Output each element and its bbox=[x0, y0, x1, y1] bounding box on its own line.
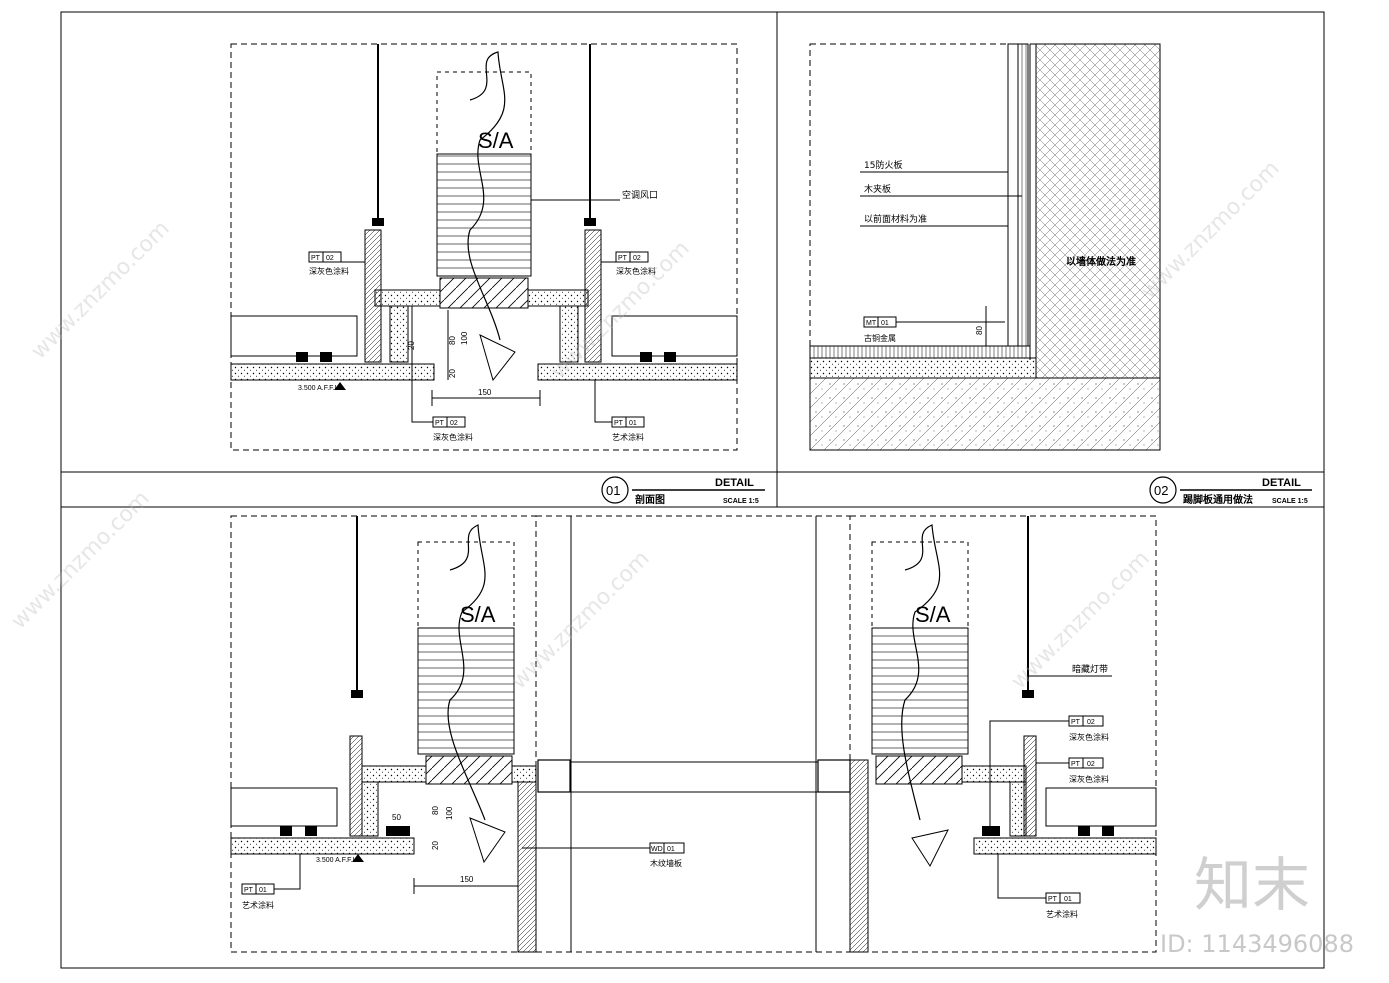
hidden-light-label: 暗藏灯带 bbox=[1072, 663, 1108, 675]
tag-pt01-bottom: PT 01 艺术涂料 bbox=[594, 380, 645, 442]
dim-100: 100 bbox=[460, 331, 469, 345]
svg-text:01: 01 bbox=[881, 320, 889, 327]
svg-text:深灰色涂料: 深灰色涂料 bbox=[433, 432, 473, 442]
tag-pt02-upper: PT 02 深灰色涂料 bbox=[989, 715, 1109, 826]
face-material-label: 以前面材料为准 bbox=[864, 213, 927, 225]
fireboard-label: 15防火板 bbox=[864, 159, 902, 171]
tag-pt01: PT 01 艺术涂料 bbox=[997, 854, 1081, 919]
dim-80: 80 bbox=[975, 326, 984, 335]
middle-frame bbox=[536, 515, 851, 953]
detail-02-number: 02 bbox=[1154, 483, 1168, 498]
detail-01-number: 01 bbox=[606, 483, 620, 498]
supply-air-label: S/A bbox=[460, 602, 496, 627]
tag-pt02-right: PT 02 深灰色涂料 bbox=[601, 251, 656, 276]
tag-pt02-left: PT 02 深灰色涂料 bbox=[308, 251, 365, 276]
svg-text:深灰色涂料: 深灰色涂料 bbox=[616, 266, 656, 276]
sheet-frame bbox=[60, 11, 1325, 969]
dim-150: 150 bbox=[460, 875, 474, 884]
svg-text:PT: PT bbox=[435, 420, 445, 427]
svg-text:深灰色涂料: 深灰色涂料 bbox=[1069, 732, 1109, 742]
site-watermark: www.znzmo.com bbox=[27, 216, 175, 364]
detail-02-scale: SCALE 1:5 bbox=[1272, 498, 1308, 505]
detail-04-section: S/A 暗藏灯带 PT 02 深灰色涂料 PT 02 深灰色涂料 PT 01 艺… bbox=[849, 515, 1157, 953]
tag-mt01: MT 01 古铜金属 bbox=[863, 316, 1005, 343]
tag-wd01: WD 01 木纹墙板 bbox=[522, 842, 685, 868]
svg-text:PT: PT bbox=[1071, 761, 1081, 768]
svg-text:艺术涂料: 艺术涂料 bbox=[612, 432, 644, 442]
svg-text:01: 01 bbox=[667, 846, 675, 853]
wall-note-label: 以墙体做法为准 bbox=[1066, 255, 1136, 268]
detail-01-tag: DETAIL bbox=[715, 477, 754, 489]
detail-02-title-text: 踢脚板通用做法 bbox=[1183, 493, 1253, 506]
detail-02-skirting: 15防火板 木夹板 以前面材料为准 以墙体做法为准 MT 01 古铜金属 80 bbox=[809, 43, 1161, 451]
level-marker: 3.500 A.F.F.L bbox=[316, 857, 357, 864]
tag-pt02-lower: PT 02 深灰色涂料 bbox=[1036, 757, 1109, 784]
svg-text:艺术涂料: 艺术涂料 bbox=[1046, 909, 1078, 919]
detail-02-title: 02 DETAIL 踢脚板通用做法 SCALE 1:5 bbox=[1149, 476, 1312, 506]
svg-text:02: 02 bbox=[450, 420, 458, 427]
dim-80: 80 bbox=[448, 336, 457, 345]
svg-text:www.znzmo.com: www.znzmo.com bbox=[7, 486, 155, 634]
svg-text:PT: PT bbox=[614, 420, 624, 427]
detail-02-tag: DETAIL bbox=[1262, 477, 1301, 489]
dim-20: 20 bbox=[431, 841, 440, 850]
svg-text:深灰色涂料: 深灰色涂料 bbox=[1069, 774, 1109, 784]
dim-100: 100 bbox=[445, 806, 454, 820]
svg-text:01: 01 bbox=[629, 420, 637, 427]
svg-text:木纹墙板: 木纹墙板 bbox=[650, 858, 682, 868]
detail-01-section: 150 80 100 20 20 3.500 A.F.F.L S/A 空调风口 … bbox=[230, 43, 738, 451]
svg-text:深灰色涂料: 深灰色涂料 bbox=[309, 266, 349, 276]
tag-pt01: PT 01 艺术涂料 bbox=[241, 854, 301, 910]
dim-150: 150 bbox=[478, 388, 492, 397]
plywood-label: 木夹板 bbox=[864, 183, 891, 195]
svg-text:PT: PT bbox=[244, 887, 254, 894]
svg-text:PT: PT bbox=[311, 255, 321, 262]
svg-text:02: 02 bbox=[633, 255, 641, 262]
dim-80: 80 bbox=[431, 806, 440, 815]
svg-text:艺术涂料: 艺术涂料 bbox=[242, 900, 274, 910]
svg-text:PT: PT bbox=[1048, 896, 1058, 903]
svg-text:02: 02 bbox=[1087, 719, 1095, 726]
brand-watermark: 知末 bbox=[1194, 851, 1310, 919]
dim-20: 20 bbox=[448, 369, 457, 378]
supply-air-label: S/A bbox=[915, 602, 951, 627]
svg-text:古铜金属: 古铜金属 bbox=[864, 333, 896, 343]
id-watermark: ID: 1143496088 bbox=[1160, 930, 1354, 958]
supply-air-label: S/A bbox=[478, 128, 514, 153]
svg-text:WD: WD bbox=[651, 846, 663, 853]
detail-01-title-text: 剖面图 bbox=[635, 493, 665, 506]
svg-text:02: 02 bbox=[326, 255, 334, 262]
dim-50: 50 bbox=[392, 813, 401, 822]
detail-01-title: 01 DETAIL 剖面图 SCALE 1:5 bbox=[601, 476, 765, 506]
svg-text:www.znzmo.com: www.znzmo.com bbox=[507, 546, 655, 694]
level-marker: 3.500 A.F.F.L bbox=[298, 385, 339, 392]
svg-text:01: 01 bbox=[1064, 896, 1072, 903]
svg-text:02: 02 bbox=[1087, 761, 1095, 768]
svg-text:01: 01 bbox=[259, 887, 267, 894]
tag-pt02-bottom: PT 02 深灰色涂料 bbox=[411, 306, 473, 442]
detail-01-scale: SCALE 1:5 bbox=[723, 498, 759, 505]
air-vent-label: 空调风口 bbox=[622, 189, 658, 201]
svg-text:MT: MT bbox=[866, 320, 877, 327]
svg-text:PT: PT bbox=[618, 255, 628, 262]
detail-03-section: 150 50 80 100 20 3.500 A.F.F.L S/A PT 01… bbox=[230, 515, 685, 953]
svg-text:PT: PT bbox=[1071, 719, 1081, 726]
